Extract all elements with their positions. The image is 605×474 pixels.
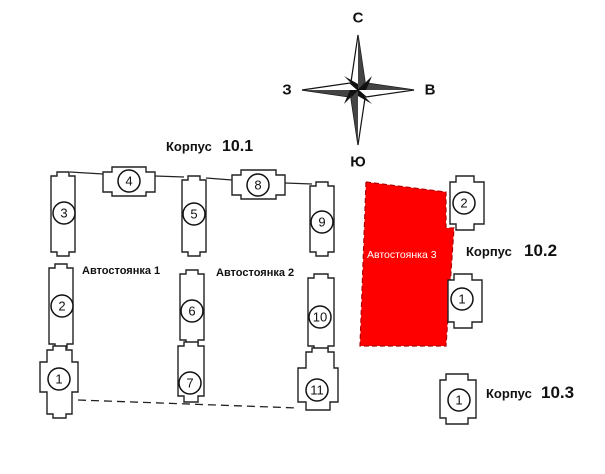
building-number: 1 [455, 393, 462, 408]
building-number: 1 [55, 372, 62, 387]
compass-south-label: Ю [350, 154, 365, 171]
building-number: 9 [318, 215, 325, 230]
parking-2-label: Автостоянка 2 [216, 267, 294, 279]
korpus-label-prefix: Корпус [486, 386, 532, 401]
building-number: 2 [460, 196, 467, 211]
building-10-1-1[interactable]: 1 [39, 345, 79, 419]
building-10-1-11[interactable]: 11 [297, 347, 339, 411]
building-10-1-5[interactable]: 5 [181, 175, 207, 257]
parking-1-label: Автостоянка 1 [82, 265, 160, 277]
building-10-2-2[interactable]: 2 [449, 175, 485, 231]
building-10-1-9[interactable]: 9 [309, 181, 335, 257]
building-number: 11 [310, 383, 324, 398]
compass-east-label: В [425, 82, 436, 99]
building-number: 7 [186, 376, 193, 391]
korpus-label-number: 10.1 [222, 138, 253, 155]
building-number: 2 [58, 299, 65, 314]
building-10-1-4[interactable]: 4 [102, 166, 156, 197]
building-number: 5 [190, 207, 197, 222]
korpus-label-number: 10.2 [524, 241, 557, 260]
building-10-1-6[interactable]: 6 [179, 269, 205, 345]
building-10-3-1[interactable]: 1 [439, 373, 477, 425]
building-number: 4 [125, 174, 132, 189]
building-10-2-1[interactable]: 1 [447, 273, 483, 329]
building-10-1-2[interactable]: 2 [48, 263, 74, 349]
compass-west-label: З [282, 82, 291, 99]
building-10-1-7[interactable]: 7 [177, 341, 205, 403]
korpus-label-number: 10.3 [541, 383, 574, 402]
compass-north-label: С [353, 10, 364, 27]
building-10-1-3[interactable]: 3 [50, 171, 76, 257]
parking-3-label: Автостоянка 3 [367, 249, 437, 261]
building-10-1-8[interactable]: 8 [231, 169, 286, 200]
compass-rose: С Ю З В [282, 10, 435, 171]
building-number: 1 [458, 292, 465, 307]
korpus-10-3-label: Корпус 10.3 [486, 383, 574, 402]
korpus-10-1-label: Корпус 10.1 [166, 138, 253, 155]
korpus-label-prefix: Корпус [466, 244, 512, 259]
building-number: 10 [313, 310, 327, 325]
building-number: 8 [254, 178, 261, 193]
building-10-1-10[interactable]: 10 [307, 273, 335, 351]
building-number: 6 [188, 304, 195, 319]
korpus-10-2-label: Корпус 10.2 [466, 241, 557, 260]
building-number: 3 [60, 206, 67, 221]
parking-3-area[interactable]: Автостоянка 3 [359, 181, 455, 347]
korpus-label-prefix: Корпус [166, 139, 212, 154]
